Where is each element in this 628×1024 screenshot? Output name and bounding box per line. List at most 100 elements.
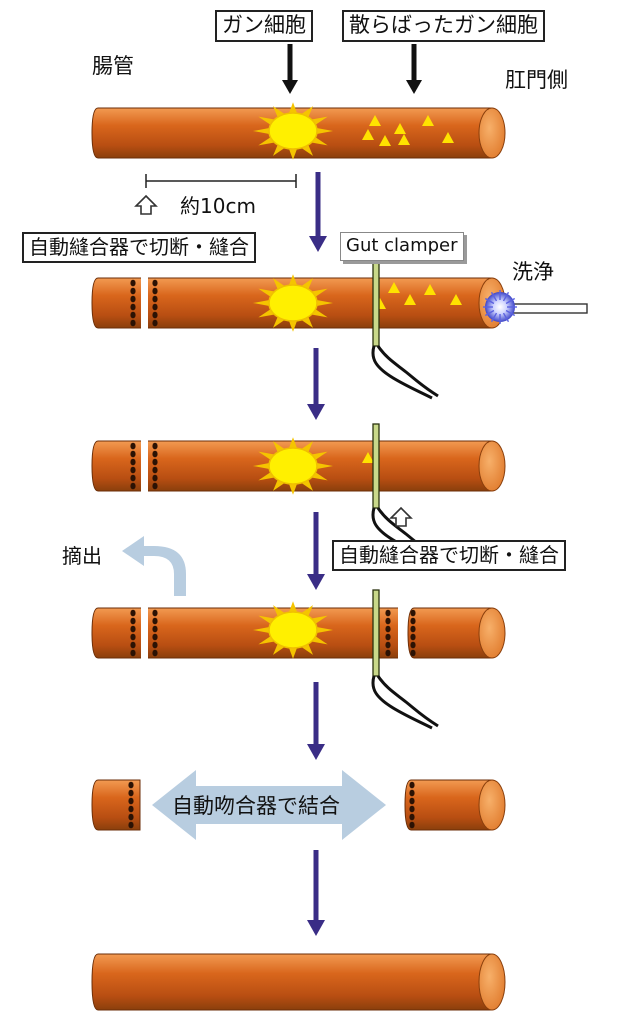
tumor-ray — [288, 437, 298, 449]
scattered-cell-triangle-icon — [398, 134, 410, 145]
tumor-ray — [311, 288, 328, 297]
staple-dot — [152, 625, 158, 633]
tumor-ray — [316, 626, 333, 634]
tumor-ray — [258, 137, 275, 146]
hint-up-arrow — [134, 194, 158, 215]
cut-suture-label-2: 自動縫合器で切断・縫合 — [332, 540, 566, 571]
staple-line — [130, 279, 136, 327]
staple-dot — [409, 781, 415, 789]
tumor-ray — [253, 299, 270, 307]
staple-dot — [385, 617, 391, 625]
tumor-core — [268, 112, 318, 150]
staple-dot — [130, 319, 136, 327]
cut-suture-label-1: 自動縫合器で切断・縫合 — [22, 232, 256, 263]
tumor-ray — [311, 451, 328, 460]
cut-gap — [398, 606, 405, 660]
tumor-ray — [288, 148, 298, 160]
tumor-ray — [258, 636, 275, 645]
staple-dot — [128, 789, 134, 797]
staple-dot — [409, 821, 415, 829]
tumor-ray — [311, 137, 328, 146]
scattered-cell-triangle-icon — [362, 452, 374, 463]
flow-arrow — [309, 172, 327, 252]
staple-dot — [152, 279, 158, 287]
intestine-tube-4 — [91, 607, 401, 659]
tumor-ray — [258, 472, 275, 481]
staple-dot — [152, 482, 158, 490]
staple-dot — [152, 311, 158, 319]
intestine-stump-right — [404, 779, 506, 831]
tumor-ray — [311, 615, 328, 624]
staple-dot — [152, 617, 158, 625]
staple-dot — [130, 625, 136, 633]
staple-dot — [409, 805, 415, 813]
staple-dot — [409, 813, 415, 821]
scattered-cell-triangle-icon — [404, 294, 416, 305]
staple-dot — [152, 633, 158, 641]
staple-dot — [128, 797, 134, 805]
scattered-cell-triangle-icon — [450, 294, 462, 305]
staple-dot — [130, 442, 136, 450]
staple-dot — [152, 319, 158, 327]
staple-dot — [409, 797, 415, 805]
irrigation-spark-icon — [483, 290, 517, 324]
staple-dot — [128, 813, 134, 821]
irrigation-label: 洗浄 — [512, 260, 554, 284]
staple-dot — [130, 450, 136, 458]
staple-dot — [130, 609, 136, 617]
intestine-tube-rejoined — [91, 953, 506, 1011]
scattered-cell-triangle-icon — [379, 135, 391, 146]
scattered-cell-triangle-icon — [394, 123, 406, 134]
tumor-ray — [288, 274, 298, 286]
tumor-ray — [288, 483, 298, 495]
tumor-ray — [258, 451, 275, 460]
tumor-sun-icon — [253, 601, 333, 659]
staple-dot — [152, 450, 158, 458]
anastomosis-double-arrow — [152, 770, 386, 840]
tumor-ray — [288, 102, 298, 114]
intestine-tube-4-distal — [407, 607, 506, 659]
flow-arrow — [307, 850, 325, 936]
staple-dot — [152, 466, 158, 474]
tumor-sun-icon — [253, 437, 333, 495]
staple-dot — [410, 649, 416, 657]
tumor-ray — [288, 601, 298, 613]
tumor-ray — [316, 299, 333, 307]
scattered-cell-triangle-icon — [362, 129, 374, 140]
gut-clamper-icon — [371, 261, 439, 400]
tumor-core — [268, 447, 318, 485]
staple-line — [130, 609, 136, 657]
staple-dot — [130, 633, 136, 641]
staple-dot — [152, 287, 158, 295]
tumor-ray — [253, 462, 270, 470]
staple-dot — [152, 474, 158, 482]
cut-gap — [141, 606, 148, 660]
flow-arrow — [307, 348, 325, 420]
staple-line — [128, 781, 134, 829]
staple-line — [152, 609, 158, 657]
staple-line — [130, 442, 136, 490]
staple-dot — [152, 458, 158, 466]
scattered-cell-triangle-icon — [422, 115, 434, 126]
staple-dot — [152, 295, 158, 303]
intestine-label: 腸管 — [92, 54, 134, 78]
staple-dot — [385, 649, 391, 657]
scattered-cell-triangle-icon — [388, 282, 400, 293]
staple-line — [385, 609, 391, 657]
excision-curved-arrow — [122, 536, 186, 596]
anal-side-label: 肛門側 — [505, 68, 568, 92]
cut-gap — [141, 439, 148, 493]
scattered-cells-label: 散らばったガン細胞 — [342, 10, 545, 42]
staple-dot — [410, 625, 416, 633]
flow-arrow — [307, 682, 325, 760]
staple-dot — [385, 641, 391, 649]
staple-dot — [128, 821, 134, 829]
scattered-cell-triangle-icon — [442, 132, 454, 143]
tumor-ray — [316, 127, 333, 135]
tumor-ray — [253, 127, 270, 135]
staple-dot — [385, 609, 391, 617]
staple-dot — [152, 442, 158, 450]
staple-dot — [130, 641, 136, 649]
